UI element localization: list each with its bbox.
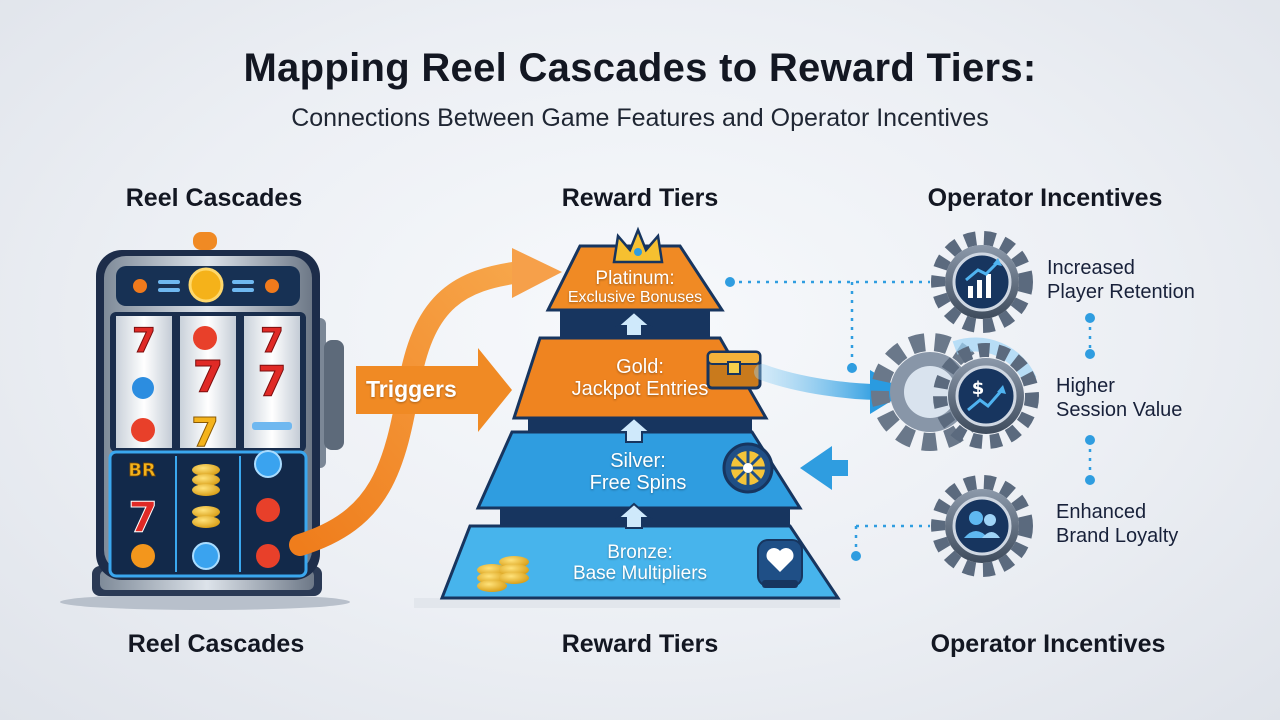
- tier-gold-name: Gold:: [616, 356, 664, 378]
- spin-wheel-icon: [722, 442, 774, 494]
- reward-pyramid: [414, 244, 841, 608]
- tier-silver-name: Silver:: [610, 450, 666, 472]
- blue-gem-icon: [254, 450, 282, 478]
- blue-gem-icon: [132, 377, 154, 399]
- column-header-operator-incentives: Operator Incentives: [927, 184, 1163, 212]
- incentive-brand-loyalty-line1: Enhanced: [1056, 501, 1147, 523]
- column-footer-reward-tiers: Reward Tiers: [561, 630, 719, 658]
- tier-silver-reward: Free Spins: [589, 472, 687, 495]
- heart-badge-icon: [757, 539, 803, 588]
- incentive-brand-loyalty-line2: Brand Loyalty: [1056, 525, 1179, 548]
- cherry-icon: [256, 498, 280, 522]
- dollar-growth-icon: $: [933, 343, 1039, 449]
- slot-symbol-seven: 7: [132, 321, 156, 361]
- users-icon: [931, 475, 1033, 577]
- gold-coins-icon: [477, 556, 529, 592]
- tier-platinum-name: Platinum:: [595, 268, 675, 289]
- cherry-icon: [193, 326, 217, 350]
- coin-stack-icon: [192, 464, 220, 528]
- incentive-session-value: Higher Session Value: [1056, 374, 1182, 423]
- tier-bronze: Bronze: Base Multipliers: [520, 542, 760, 585]
- crown-icon: [612, 226, 664, 264]
- svg-text:$: $: [972, 378, 985, 399]
- cherry-icon: [256, 544, 280, 568]
- incentive-player-retention-line2: Player Retention: [1047, 281, 1195, 304]
- dotted-connectors: [730, 280, 1092, 556]
- column-footer-operator-incentives: Operator Incentives: [930, 630, 1166, 658]
- blue-gem-icon: [192, 542, 220, 570]
- incentive-player-retention-line1: Increased: [1047, 257, 1135, 279]
- growth-chart-icon: [931, 231, 1033, 333]
- slot-symbol-seven: 7: [193, 352, 224, 403]
- incentive-session-value-line2: Session Value: [1056, 399, 1183, 422]
- cherry-icon: [131, 418, 155, 442]
- tier-bronze-name: Bronze:: [607, 542, 673, 563]
- column-header-reward-tiers: Reward Tiers: [561, 184, 719, 212]
- orange-fruit-icon: [131, 544, 155, 568]
- triggers-arrow: [356, 348, 512, 432]
- slot-symbol-seven: 7: [191, 410, 219, 456]
- slot-symbol-seven: 7: [128, 493, 157, 542]
- bar-symbol-icon: [252, 422, 292, 430]
- tier-gold-reward: Jackpot Entries: [571, 378, 709, 401]
- slot-symbol-seven: 7: [260, 321, 284, 361]
- tier-bronze-reward: Base Multipliers: [572, 563, 708, 585]
- incentive-session-value-line1: Higher: [1056, 375, 1115, 397]
- triggers-label: Triggers: [366, 376, 457, 402]
- incentive-player-retention: Increased Player Retention: [1047, 256, 1195, 305]
- tier-platinum-reward: Exclusive Bonuses: [567, 289, 703, 307]
- tier-gold: Gold: Jackpot Entries: [520, 356, 760, 401]
- blue-left-arrow: [800, 446, 848, 490]
- tier-silver: Silver: Free Spins: [518, 450, 758, 495]
- page-title: Mapping Reel Cascades to Reward Tiers:: [243, 46, 1037, 90]
- slot-symbol-bar: BR: [128, 460, 156, 481]
- slot-machine-icon: [60, 232, 350, 610]
- column-footer-reel-cascades: Reel Cascades: [127, 630, 305, 658]
- incentive-brand-loyalty: Enhanced Brand Loyalty: [1056, 500, 1178, 549]
- column-header-reel-cascades: Reel Cascades: [125, 184, 303, 212]
- page-subtitle: Connections Between Game Features and Op…: [291, 104, 989, 132]
- slot-symbol-seven: 7: [257, 357, 286, 406]
- tier-platinum: Platinum: Exclusive Bonuses: [548, 268, 722, 307]
